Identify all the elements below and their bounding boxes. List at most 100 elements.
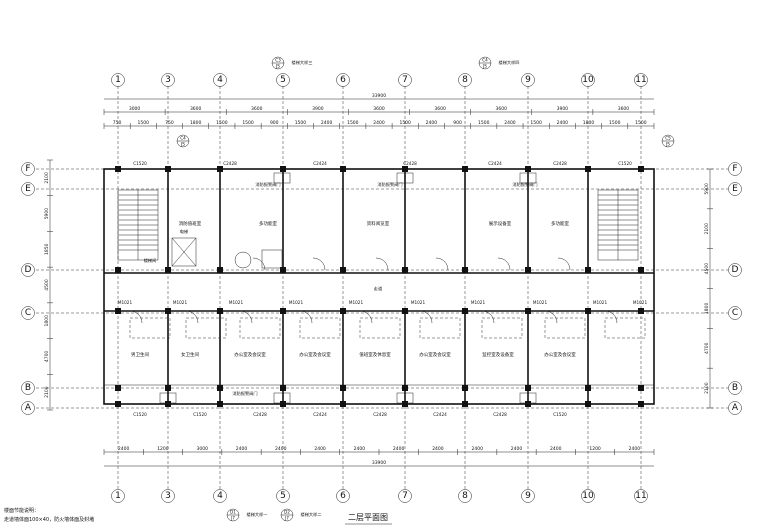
- grid-label-top: 11: [635, 75, 646, 85]
- grid-bubble-left: [21, 401, 35, 415]
- section-callout-sheet: J7: [284, 516, 289, 521]
- dim-top-row2-text: 1800: [190, 120, 202, 126]
- dim-bottom-text: 1200: [157, 446, 169, 452]
- structural-column: [585, 267, 591, 273]
- grid-label-top: 3: [165, 75, 171, 85]
- grid-bubble-left: [21, 263, 35, 277]
- dim-top-row2-text: 2400: [373, 120, 385, 126]
- room-label-lower: 监控室及设备室: [482, 351, 514, 358]
- door-swing: [435, 257, 449, 271]
- grid-bubble-left: [21, 306, 35, 320]
- misc-label: 消防报警阀门: [512, 181, 537, 188]
- door-tag: M1021: [411, 300, 426, 305]
- furniture-outline: [359, 317, 401, 339]
- door-tag: M1021: [471, 300, 486, 305]
- window-tag-bottom: C1520: [193, 412, 207, 417]
- dim-bottom-text: 2400: [236, 446, 248, 452]
- structural-column: [115, 385, 121, 391]
- dim-top-row2-text: 1500: [530, 120, 542, 126]
- section-callout-id: C4: [482, 58, 488, 63]
- window-tag-bottom: C2428: [373, 412, 387, 417]
- drawing-title: 二层平面图: [348, 513, 388, 522]
- grid-bubble-right: [728, 381, 742, 395]
- grid-label-right: B: [732, 383, 738, 393]
- door-swing: [239, 310, 253, 324]
- window-tag-bottom: C2428: [493, 412, 507, 417]
- window-tag-bottom: C2424: [433, 412, 447, 417]
- furniture-outline: [185, 317, 227, 339]
- hydrant-box: [519, 172, 537, 184]
- grid-label-bottom: 4: [217, 491, 223, 501]
- dim-left-text: 1850: [44, 243, 50, 255]
- room-label-lower: 办公室及会议室: [544, 351, 576, 358]
- section-callout-sheet: JS: [180, 142, 185, 147]
- grid-bubble-right: [728, 162, 742, 176]
- grid-bubble-bottom: [581, 489, 595, 503]
- dim-right-text: 2100: [704, 382, 710, 394]
- grid-bubble-bottom: [521, 489, 535, 503]
- walls: [103, 166, 655, 407]
- grid-bubble-right: [728, 182, 742, 196]
- note-line-2: 走道墙体面100×40，防火墙体面及封堵: [4, 516, 94, 523]
- dim-top-row2-text: 2400: [426, 120, 438, 126]
- structural-column: [217, 166, 223, 172]
- grid-label-bottom: 5: [280, 491, 286, 501]
- hydrant-box: [159, 392, 177, 404]
- grid-bubble-bottom: [336, 489, 350, 503]
- grid-label-bottom: 10: [582, 491, 594, 501]
- grid-bubble-top: [398, 73, 412, 87]
- structural-column: [525, 166, 531, 172]
- window-tag-top: C2428: [403, 161, 417, 166]
- grid-label-bottom: 11: [635, 491, 646, 501]
- structural-column: [115, 401, 121, 407]
- dim-bottom-text: 2400: [432, 446, 444, 452]
- furniture-outline: [604, 317, 646, 339]
- door-tag: M1021: [118, 300, 133, 305]
- dim-bottom-text: 2400: [393, 446, 405, 452]
- window-tag-bottom: C2424: [313, 412, 327, 417]
- grid-label-left: B: [25, 383, 31, 393]
- structural-column: [525, 401, 531, 407]
- door-tag: M1021: [533, 300, 548, 305]
- hydrant-box: [396, 172, 414, 184]
- dim-top-row2-text: 1500: [478, 120, 490, 126]
- grid-bubble-right: [728, 306, 742, 320]
- door-swing: [544, 310, 558, 324]
- section-callout-sheet: JS: [275, 64, 280, 69]
- structural-column: [165, 308, 171, 314]
- grid-bubble-bottom: [161, 489, 175, 503]
- section-callout-id: C3: [275, 58, 281, 63]
- dim-top-row2-text: 750: [113, 120, 122, 126]
- grid-label-left: E: [25, 184, 31, 194]
- grid-label-right: F: [732, 164, 737, 174]
- grid-label-top: 7: [402, 75, 408, 85]
- grid-label-top: 5: [280, 75, 286, 85]
- note-line-1: 楼面节能说明：: [4, 507, 39, 514]
- dim-top-row2-text: 1800: [583, 120, 595, 126]
- grid-bubble-top: [213, 73, 227, 87]
- grid-label-bottom: 1: [115, 491, 121, 501]
- grid-label-bottom: 8: [462, 491, 468, 501]
- structural-column: [280, 401, 286, 407]
- grid-label-left: A: [25, 403, 32, 413]
- structural-column: [280, 267, 286, 273]
- section-callout-label: 楼梯大样四: [499, 59, 520, 66]
- section-callout-sheet: J7: [230, 516, 235, 521]
- room-label-lower: 女卫生间: [181, 351, 199, 358]
- dim-bottom-text: 1200: [589, 446, 601, 452]
- dim-bottom-text: 2400: [354, 446, 366, 452]
- structural-column: [462, 166, 468, 172]
- window-tag-top: C1520: [618, 161, 632, 166]
- door-swing: [359, 310, 373, 324]
- grid-label-bottom: 3: [165, 491, 171, 501]
- structural-column: [165, 166, 171, 172]
- grid-label-right: E: [732, 184, 738, 194]
- hydrant-box: [273, 172, 291, 184]
- door-swing: [481, 310, 495, 324]
- grid-label-right: C: [732, 308, 738, 318]
- room-label-upper: 展示设备室: [489, 220, 512, 227]
- room-label-upper: 资料阅览室: [367, 220, 390, 227]
- structural-column: [462, 385, 468, 391]
- dim-bottom-text: 2400: [275, 446, 287, 452]
